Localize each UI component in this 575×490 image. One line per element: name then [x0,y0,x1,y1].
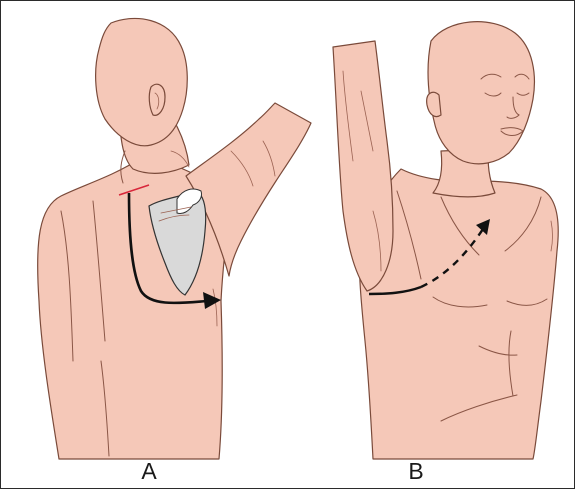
panel-a-figure [38,18,311,459]
panel-label-b: B [386,459,446,483]
head-b [428,22,534,164]
panel-b-figure [333,22,558,459]
head-a [96,18,188,145]
panel-label-a: A [119,459,179,483]
raised-arm-b [333,41,393,291]
ear-b [427,92,441,116]
